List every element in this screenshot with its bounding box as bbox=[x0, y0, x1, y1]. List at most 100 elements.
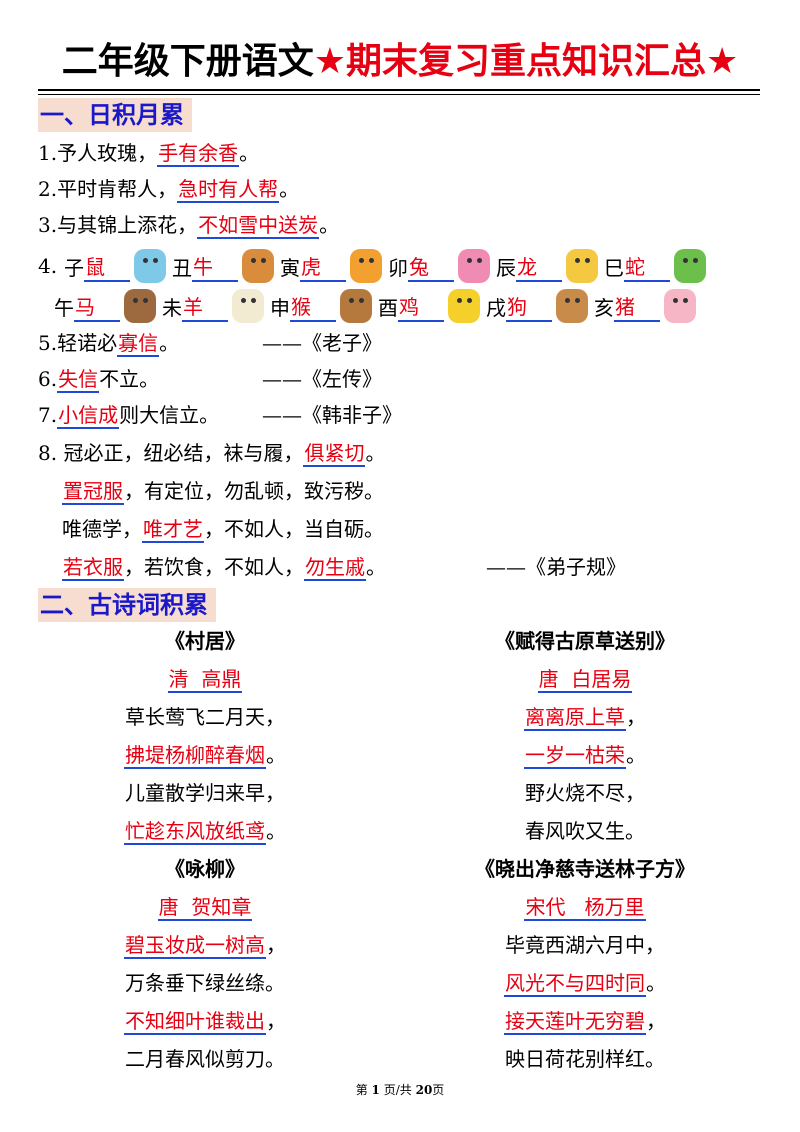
title-divider bbox=[38, 89, 760, 91]
poem-line: 一岁一枯荣。 bbox=[524, 743, 646, 769]
horse-icon bbox=[124, 289, 156, 323]
earthly-branch: 寅 bbox=[280, 255, 300, 280]
poem-line: 野火烧不尽， bbox=[525, 781, 645, 805]
tiger-icon bbox=[350, 249, 382, 283]
poem-line: 春风吹又生。 bbox=[525, 819, 645, 843]
poem-author: 宋代 杨万里 bbox=[524, 895, 646, 921]
zodiac-item: 酉鸡 bbox=[378, 286, 480, 326]
zodiac-answer: 虎 bbox=[300, 251, 346, 282]
poem-author: 清 高鼎 bbox=[167, 667, 243, 693]
zodiac-item: 申猴 bbox=[270, 286, 372, 326]
poem-author: 唐 贺知章 bbox=[157, 895, 253, 921]
earthly-branch: 午 bbox=[54, 295, 74, 320]
zodiac-item: 午马 bbox=[54, 286, 156, 326]
poem-title: 《咏柳》 bbox=[165, 857, 245, 881]
poem-line: 草长莺飞二月天， bbox=[125, 705, 285, 729]
poem-title: 《晓出净慈寺送林子方》 bbox=[475, 857, 695, 881]
dog-icon bbox=[556, 289, 588, 323]
item-7-source: ——《韩非子》 bbox=[262, 403, 402, 427]
answer: 急时有人帮 bbox=[177, 177, 280, 203]
poem-title: 《赋得古原草送别》 bbox=[495, 629, 675, 653]
poem-line: 万条垂下绿丝绦。 bbox=[125, 971, 285, 995]
zodiac-answer: 牛 bbox=[192, 251, 238, 282]
item-3: 3.与其锦上添花，不如雪中送炭。 bbox=[38, 213, 340, 239]
answer: 手有余香 bbox=[157, 141, 240, 167]
mouse-icon bbox=[134, 249, 166, 283]
zodiac-answer: 鼠 bbox=[84, 251, 130, 282]
answer: 置冠服 bbox=[62, 479, 124, 505]
earthly-branch: 卯 bbox=[388, 255, 408, 280]
poem-line: 儿童散学归来早， bbox=[125, 781, 285, 805]
page-total: 20 bbox=[415, 1083, 433, 1097]
poem-line: 接天莲叶无穷碧， bbox=[504, 1009, 666, 1035]
page-footer: 第 1 页/共 20页 bbox=[355, 1083, 445, 1097]
item-6: 6.失信不立。 bbox=[38, 367, 160, 393]
item-8-line-4: 若衣服，若饮食，不如人，勿生戚。 bbox=[62, 555, 386, 581]
poem-title: 《村居》 bbox=[165, 629, 245, 653]
zodiac-answer: 羊 bbox=[182, 291, 228, 322]
monkey-icon bbox=[340, 289, 372, 323]
zodiac-answer: 猪 bbox=[614, 291, 660, 322]
poem-line: 拂堤杨柳醉春烟。 bbox=[124, 743, 286, 769]
zodiac-answer: 蛇 bbox=[624, 251, 670, 282]
zodiac-answer: 狗 bbox=[506, 291, 552, 322]
zodiac-answer: 猴 bbox=[290, 291, 336, 322]
earthly-branch: 子 bbox=[64, 255, 84, 280]
title-main: 二年级下册语文 bbox=[61, 41, 314, 82]
title-highlight: ★期末复习重点知识汇总★ bbox=[313, 41, 739, 82]
poem-line: 映日荷花别样红。 bbox=[505, 1047, 665, 1071]
answer: 唯才艺 bbox=[142, 517, 204, 543]
sheep-icon bbox=[232, 289, 264, 323]
poem-line: 忙趁东风放纸鸢。 bbox=[124, 819, 286, 845]
rooster-icon bbox=[448, 289, 480, 323]
poem-line: 二月春风似剪刀。 bbox=[125, 1047, 285, 1071]
earthly-branch: 亥 bbox=[594, 295, 614, 320]
zodiac-item: 丑牛 bbox=[172, 246, 274, 286]
zodiac-answer: 龙 bbox=[516, 251, 562, 282]
zodiac-item: 巳蛇 bbox=[604, 246, 706, 286]
poem-fude: 《赋得古原草送别》唐 白居易离离原上草， 一岁一枯荣。野火烧不尽， 春风吹又生。 bbox=[420, 622, 750, 850]
item-5-source: ——《老子》 bbox=[262, 331, 382, 355]
poem-cunju: 《村居》清 高鼎草长莺飞二月天， 拂堤杨柳醉春烟。儿童散学归来早， 忙趁东风放纸鸢。 bbox=[40, 622, 370, 850]
section-heading-2: 二、古诗词积累 bbox=[38, 588, 216, 622]
page-number: 1 bbox=[371, 1083, 380, 1097]
zodiac-prefix: 4. bbox=[38, 254, 58, 278]
zodiac-item: 卯兔 bbox=[388, 246, 490, 286]
answer: 勿生戚 bbox=[304, 555, 366, 581]
zodiac-item: 戌狗 bbox=[486, 286, 588, 326]
snake-icon bbox=[674, 249, 706, 283]
earthly-branch: 申 bbox=[270, 295, 290, 320]
answer: 寡信 bbox=[117, 331, 160, 357]
pig-icon bbox=[664, 289, 696, 323]
answer: 小信成 bbox=[57, 403, 120, 429]
item-8-line-2: 置冠服，有定位，勿乱顿，致污秽。 bbox=[62, 479, 384, 505]
answer: 俱紧切 bbox=[303, 441, 366, 467]
zodiac-row-1: 4. bbox=[38, 246, 780, 286]
earthly-branch: 未 bbox=[162, 295, 182, 320]
earthly-branch: 丑 bbox=[172, 255, 192, 280]
item-7: 7.小信成则大信立。 bbox=[38, 403, 220, 429]
poem-yongliu: 《咏柳》唐 贺知章碧玉妆成一树高， 万条垂下绿丝绦。不知细叶谁裁出， 二月春风似剪刀… bbox=[40, 850, 370, 1078]
poem-author: 唐 白居易 bbox=[537, 667, 633, 693]
section-heading-1: 一、日积月累 bbox=[38, 98, 192, 132]
poem-xiaochu: 《晓出净慈寺送林子方》宋代 杨万里毕竟西湖六月中， 风光不与四时同。接天莲叶无穷碧… bbox=[420, 850, 750, 1078]
answer: 若衣服 bbox=[62, 555, 124, 581]
earthly-branch: 戌 bbox=[486, 295, 506, 320]
item-6-source: ——《左传》 bbox=[262, 367, 382, 391]
page-title: 二年级下册语文★期末复习重点知识汇总★ bbox=[0, 38, 800, 86]
item-5: 5.轻诺必寡信。 bbox=[38, 331, 180, 357]
ox-icon bbox=[242, 249, 274, 283]
poem-line: 不知细叶谁裁出， bbox=[124, 1009, 286, 1035]
item-8-source: ——《弟子规》 bbox=[486, 555, 626, 579]
answer: 失信 bbox=[57, 367, 100, 393]
earthly-branch: 辰 bbox=[496, 255, 516, 280]
poem-line: 离离原上草， bbox=[524, 705, 646, 731]
zodiac-answer: 兔 bbox=[408, 251, 454, 282]
poem-line: 毕竟西湖六月中， bbox=[505, 933, 665, 957]
poem-line: 风光不与四时同。 bbox=[504, 971, 666, 997]
item-8-line-1: 8. 冠必正，纽必结，袜与履，俱紧切。 bbox=[38, 441, 386, 467]
poem-line: 碧玉妆成一树高， bbox=[124, 933, 286, 959]
item-2: 2.平时肯帮人，急时有人帮。 bbox=[38, 177, 300, 203]
earthly-branch: 巳 bbox=[604, 255, 624, 280]
zodiac-item: 辰龙 bbox=[496, 246, 598, 286]
